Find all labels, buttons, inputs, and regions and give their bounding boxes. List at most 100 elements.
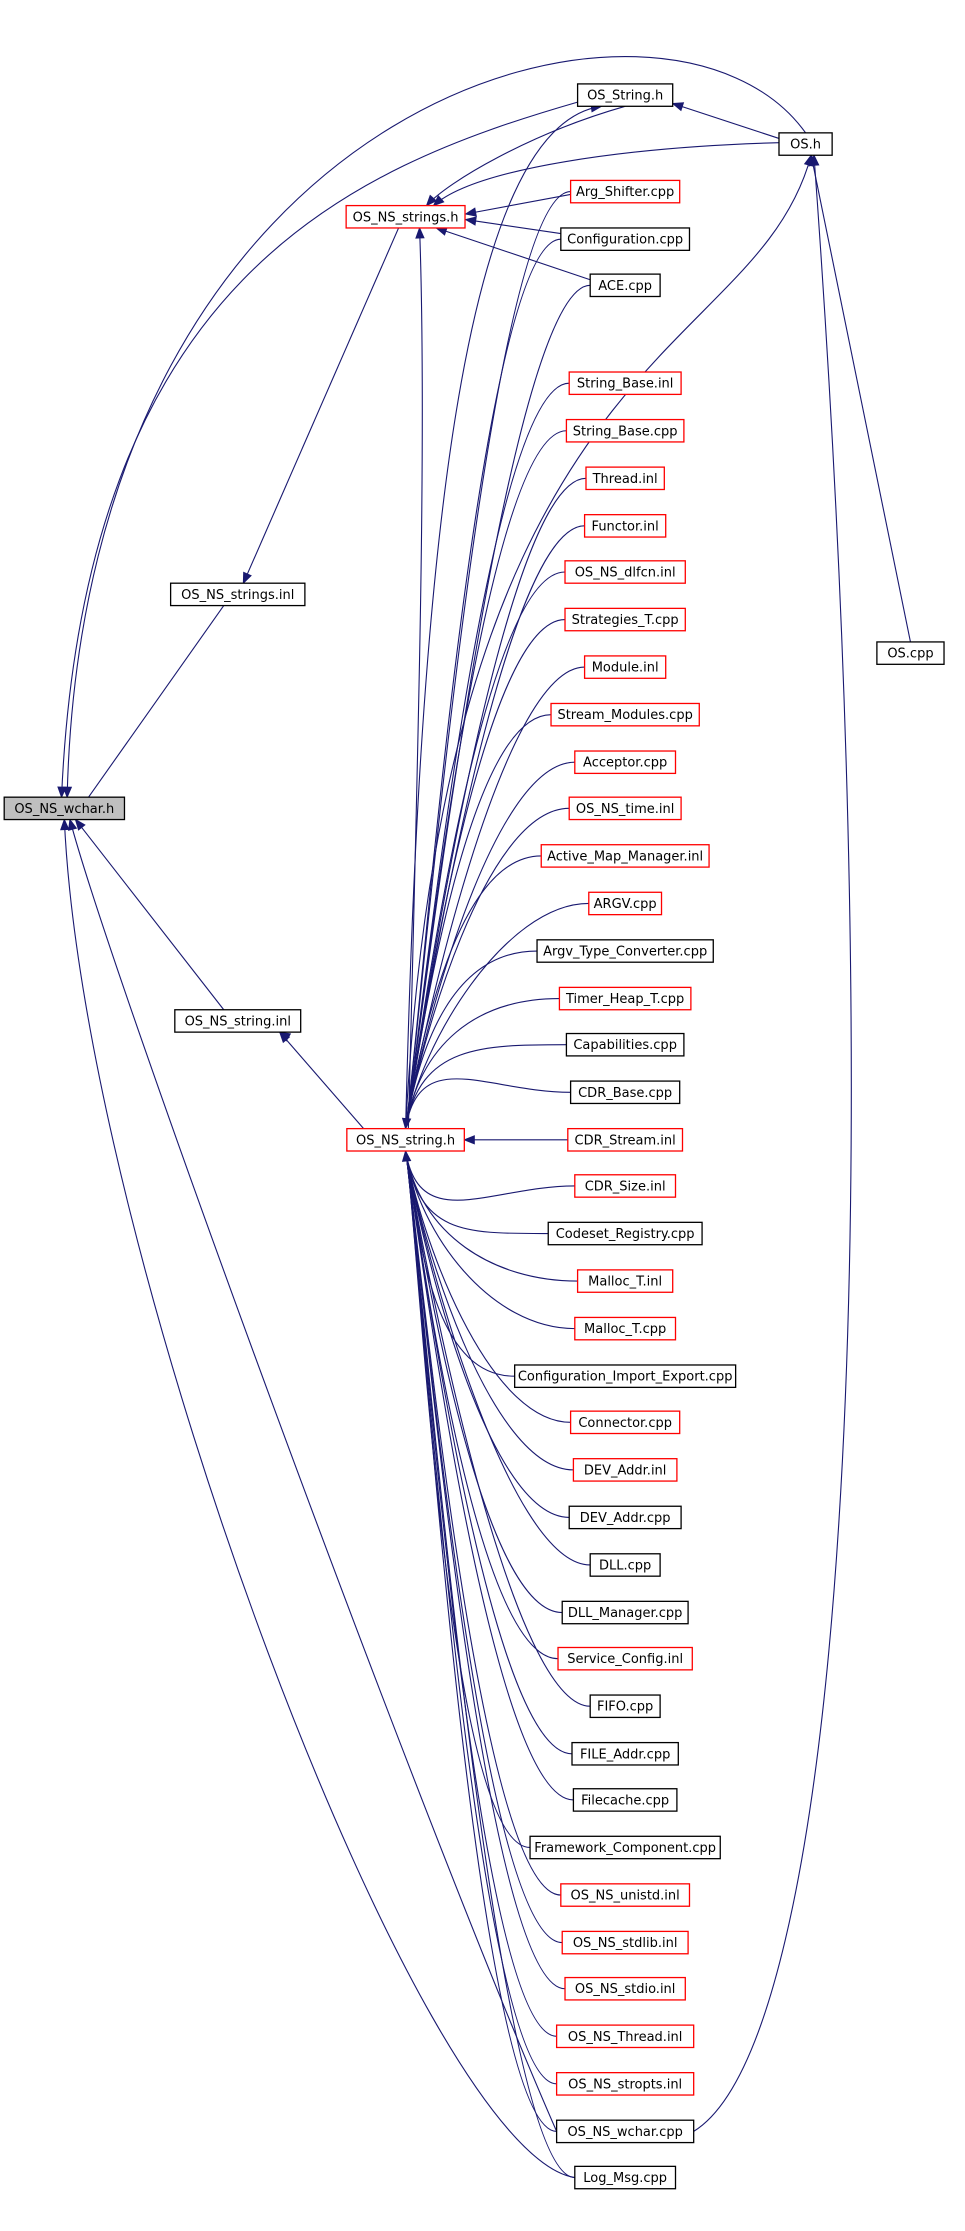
node-ns-string-h[interactable]: OS_NS_string.h: [346, 1127, 465, 1152]
node-codeset[interactable]: Codeset_Registry.cpp: [547, 1221, 703, 1246]
node-box: [536, 939, 714, 963]
node-label: CDR_Base.cpp: [578, 1086, 672, 1101]
edge-fifo-to-ns_string_h: [405, 1150, 591, 1707]
node-strings-h[interactable]: OS_NS_strings.h: [345, 204, 466, 229]
node-capabilities[interactable]: Capabilities.cpp: [565, 1032, 685, 1057]
node-argv-type[interactable]: Argv_Type_Converter.cpp: [536, 939, 714, 963]
node-strategies[interactable]: Strategies_T.cpp: [564, 607, 686, 632]
node-stream-modules[interactable]: Stream_Modules.cpp: [550, 702, 700, 727]
node-log-msg[interactable]: Log_Msg.cpp: [574, 2165, 677, 2190]
node-cdr-size[interactable]: CDR_Size.inl: [574, 1174, 677, 1198]
node-framework[interactable]: Framework_Component.cpp: [529, 1835, 721, 1860]
edge-string_h-to-wchar_h: [60, 101, 578, 798]
node-config-ie[interactable]: Configuration_Import_Export.cpp: [514, 1364, 737, 1389]
node-malloc-inl[interactable]: Malloc_T.inl: [576, 1269, 674, 1293]
node-dev-addr-cpp[interactable]: DEV_Addr.cpp: [568, 1505, 682, 1530]
node-thread-inl[interactable]: Thread.inl: [585, 466, 665, 491]
edge-dll-to-ns_string_h: [405, 1150, 591, 1566]
node-os-h[interactable]: OS.h: [778, 132, 833, 156]
node-file-addr[interactable]: FILE_Addr.cpp: [571, 1741, 679, 1766]
edge-wchar_cpp-to-os_h: [693, 155, 852, 2132]
node-dll-manager[interactable]: DLL_Manager.cpp: [561, 1600, 689, 1625]
edge-wchar_cpp-to-wchar_h: [69, 819, 558, 2132]
node-label: OS_String.h: [587, 89, 663, 104]
node-arg-shifter[interactable]: Arg_Shifter.cpp: [569, 179, 681, 204]
node-label: OS_NS_stdio.inl: [575, 1982, 676, 1997]
node-cdr-stream[interactable]: CDR_Stream.inl: [567, 1127, 684, 1152]
node-string-base-cpp[interactable]: String_Base.cpp: [565, 418, 685, 443]
ns-string-h-right-arrowhead: [462, 1135, 475, 1145]
edge-string_inl-to-wchar_h-arrowhead: [74, 818, 86, 831]
node-wchar-h[interactable]: OS_NS_wchar.h: [3, 796, 126, 821]
node-box: [564, 607, 686, 632]
node-unistd[interactable]: OS_NS_unistd.inl: [560, 1883, 691, 1907]
node-dev-addr-inl[interactable]: DEV_Addr.inl: [572, 1458, 678, 1482]
node-configuration[interactable]: Configuration.cpp: [560, 227, 691, 251]
node-string-h[interactable]: OS_String.h: [576, 83, 674, 107]
node-box: [574, 1174, 677, 1198]
node-box: [169, 582, 306, 607]
edge-wchar_cpp-to-os_h-arrowhead: [810, 153, 820, 167]
node-ns-thread[interactable]: OS_NS_Thread.inl: [555, 2024, 695, 2049]
node-label: FIFO.cpp: [597, 1700, 653, 1715]
node-dll[interactable]: DLL.cpp: [589, 1553, 661, 1577]
edge-string_base_inl-to-ns_string_h: [405, 382, 570, 1129]
edge-active_map-to-ns_string_h: [405, 855, 542, 1129]
node-os-cpp[interactable]: OS.cpp: [876, 641, 945, 665]
node-box: [576, 83, 674, 107]
node-label: OS_NS_string.h: [356, 1133, 455, 1148]
node-string-base-inl[interactable]: String_Base.inl: [568, 371, 682, 396]
node-box: [565, 1032, 685, 1057]
node-box: [576, 1269, 674, 1293]
node-malloc-cpp[interactable]: Malloc_T.cpp: [574, 1316, 677, 1341]
node-box: [514, 1364, 737, 1389]
node-active-map[interactable]: Active_Map_Manager.inl: [540, 844, 710, 868]
node-strings-inl[interactable]: OS_NS_strings.inl: [169, 582, 306, 607]
node-label: OS_NS_time.inl: [576, 802, 674, 817]
node-label: ACE.cpp: [598, 279, 652, 294]
node-connector[interactable]: Connector.cpp: [569, 1410, 681, 1435]
node-label: OS.h: [790, 138, 821, 153]
node-dlfcn-inl[interactable]: OS_NS_dlfcn.inl: [564, 560, 686, 584]
node-stropts[interactable]: OS_NS_stropts.inl: [555, 2072, 695, 2096]
edge-wchar_cpp-to-ns_string_h: [405, 1150, 557, 2132]
edge-ns_string_h-to-string_inl: [279, 1031, 365, 1129]
node-acceptor[interactable]: Acceptor.cpp: [574, 750, 677, 775]
node-label: Arg_Shifter.cpp: [576, 185, 674, 200]
node-label: String_Base.inl: [577, 377, 674, 392]
node-time-inl[interactable]: OS_NS_time.inl: [568, 796, 682, 821]
node-label: DEV_Addr.inl: [584, 1463, 667, 1478]
edge-ace-to-os_h: [405, 155, 812, 1129]
node-label: Filecache.cpp: [581, 1793, 669, 1808]
node-box: [568, 1505, 682, 1530]
edge-timer_heap-to-ns_string_h: [405, 998, 560, 1129]
edge-file_addr-to-ns_string_h: [405, 1150, 573, 1755]
edge-os_h-to-strings_h: [433, 142, 780, 206]
node-box: [567, 1127, 684, 1152]
node-module-inl[interactable]: Module.inl: [583, 655, 667, 679]
node-timer-heap[interactable]: Timer_Heap_T.cpp: [558, 986, 692, 1011]
edge-stdio-to-ns_string_h: [405, 1150, 566, 1990]
node-filecache[interactable]: Filecache.cpp: [572, 1788, 678, 1812]
node-stdlib[interactable]: OS_NS_stdlib.inl: [561, 1930, 689, 1955]
node-ace[interactable]: ACE.cpp: [589, 273, 661, 298]
node-label: Capabilities.cpp: [573, 1038, 677, 1053]
edge-arg_shifter-to-strings_h-arrowhead: [464, 207, 477, 217]
node-stdio[interactable]: OS_NS_stdio.inl: [564, 1976, 686, 2001]
node-box: [589, 1694, 661, 1719]
node-box: [571, 1741, 679, 1766]
node-box: [3, 796, 126, 821]
node-box: [550, 702, 700, 727]
node-fifo[interactable]: FIFO.cpp: [589, 1694, 661, 1719]
node-cdr-base[interactable]: CDR_Base.cpp: [569, 1080, 681, 1105]
node-service-config[interactable]: Service_Config.inl: [557, 1646, 693, 1671]
node-label: OS_NS_stdlib.inl: [573, 1936, 678, 1951]
node-label: Log_Msg.cpp: [583, 2171, 667, 2186]
node-argv[interactable]: ARGV.cpp: [588, 891, 663, 916]
node-functor-inl[interactable]: Functor.inl: [583, 514, 667, 538]
node-string-inl[interactable]: OS_NS_string.inl: [174, 1009, 302, 1033]
node-label: Malloc_T.inl: [588, 1275, 662, 1290]
node-wchar-cpp[interactable]: OS_NS_wchar.cpp: [555, 2119, 695, 2144]
node-box: [555, 2072, 695, 2096]
edge-ns_string_h-to-strings_h: [407, 227, 423, 1129]
